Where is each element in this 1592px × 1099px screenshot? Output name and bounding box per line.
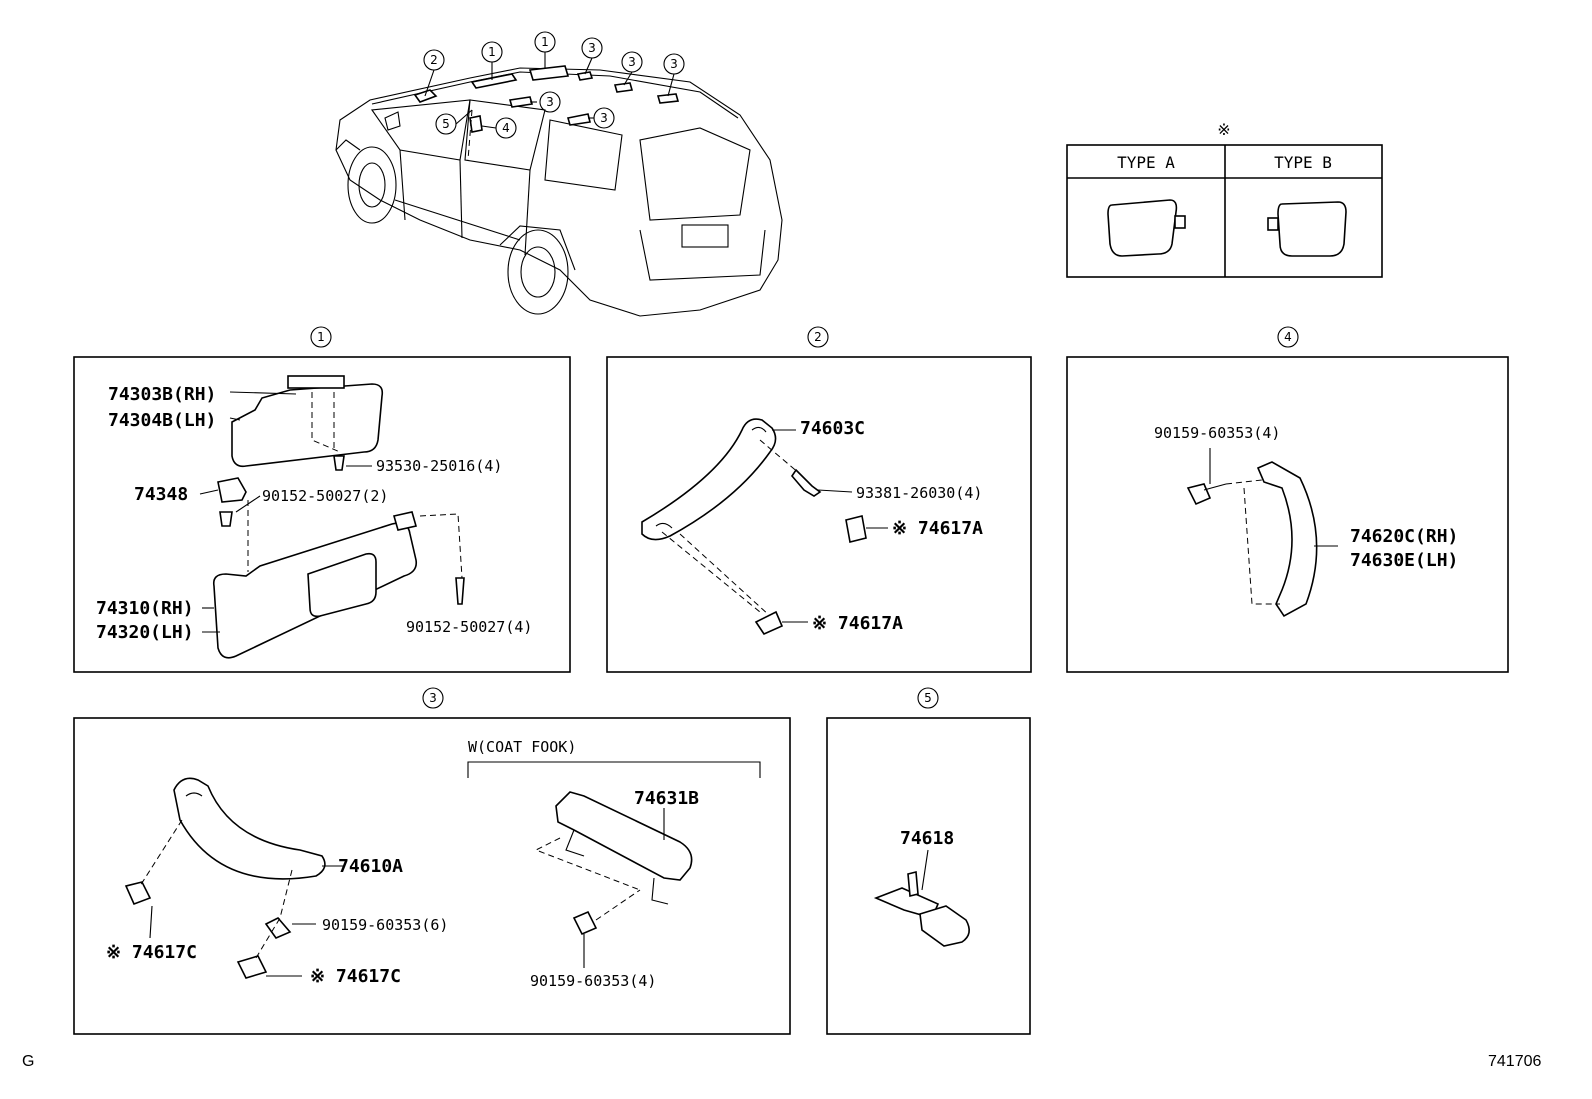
type-a-cover-icon [1107,199,1178,257]
coat-hook-heading: W(COAT FOOK) [468,738,576,756]
callout-3-label: 3 [546,95,554,109]
section-5-callout: 5 [924,691,932,705]
section-1: 1 74303B(RH) 74304B(LH) 93530-25016(4) 7… [73,326,571,673]
label-90159-60353-4: 90159-60353(4) [1154,424,1280,442]
callout-4-label: 4 [502,121,510,135]
callout-1-label: 1 [541,35,549,49]
label-93530-25016: 93530-25016(4) [376,457,502,475]
section-3-callout: 3 [429,691,437,705]
type-table-note-mark: ※ [1217,120,1230,139]
rear-assist-grip [1256,461,1318,618]
label-74630e-lh: 74630E(LH) [1350,550,1458,571]
visor-holder [217,477,247,503]
label-74617a-bottom: ※ 74617A [812,613,903,634]
section-1-callout: 1 [317,330,325,344]
label-93381-26030: 93381-26030(4) [856,484,982,502]
label-74631b: 74631B [634,788,699,809]
section-5: 5 74618 [826,687,1031,1035]
callout-2-label: 2 [430,53,438,67]
vehicle-illustration [335,52,783,317]
section-3: 3 74610A 90159-60353(6) ※ 74617C ※ 74617… [73,687,791,1035]
section-2-callout: 2 [814,330,822,344]
callout-3-label: 3 [670,57,678,71]
label-74304b-lh: 74304B(LH) [108,410,216,431]
roof-assist-grip [173,777,326,880]
label-74618: 74618 [900,828,954,849]
callout-3-label: 3 [588,41,596,55]
label-74617c-right: ※ 74617C [310,966,401,987]
label-74310-rh: 74310(RH) [96,598,194,619]
diagram-number: 741706 [1488,1053,1541,1070]
label-74617a-top: ※ 74617A [892,518,983,539]
section-4-callout: 4 [1284,330,1292,344]
label-90159-60353-coat: 90159-60353(4) [530,972,656,990]
label-74348: 74348 [134,484,188,505]
grip-cover-top [845,515,867,543]
footer-left-code: G [22,1053,34,1070]
label-74620c-rh: 74620C(RH) [1350,526,1458,547]
type-a-label: TYPE A [1117,153,1175,172]
label-90159-60353-6: 90159-60353(6) [322,916,448,934]
label-74617c-left: ※ 74617C [106,942,197,963]
callout-3-label: 3 [600,111,608,125]
label-74320-lh: 74320(LH) [96,622,194,643]
upper-sun-visor [231,383,384,468]
label-74603c: 74603C [800,418,865,439]
label-74610a: 74610A [338,856,403,877]
label-74303b-rh: 74303B(RH) [108,384,216,405]
type-b-cover-icon [1277,201,1347,257]
grip-cover-bottom [754,610,784,636]
label-90152-50027-2: 90152-50027(2) [262,487,388,505]
type-b-label: TYPE B [1274,153,1332,172]
callout-5-label: 5 [442,117,450,131]
section-2: 2 74603C 93381-26030(4) ※ 74617A ※ 74617… [606,326,1032,673]
vanity-mirror [307,552,377,618]
coat-hook-grip [555,791,693,881]
type-table: ※ TYPE A TYPE B [1066,120,1383,278]
assist-grip [641,418,777,541]
callout-3-label: 3 [628,55,636,69]
vehicle-callouts: 2 1 1 3 3 3 3 3 5 4 [423,31,685,139]
label-90152-50027-4: 90152-50027(4) [406,618,532,636]
callout-1-label: 1 [488,45,496,59]
section-4: 4 90159-60353(4) 74620C(RH) 74630E(LH) [1066,326,1509,673]
